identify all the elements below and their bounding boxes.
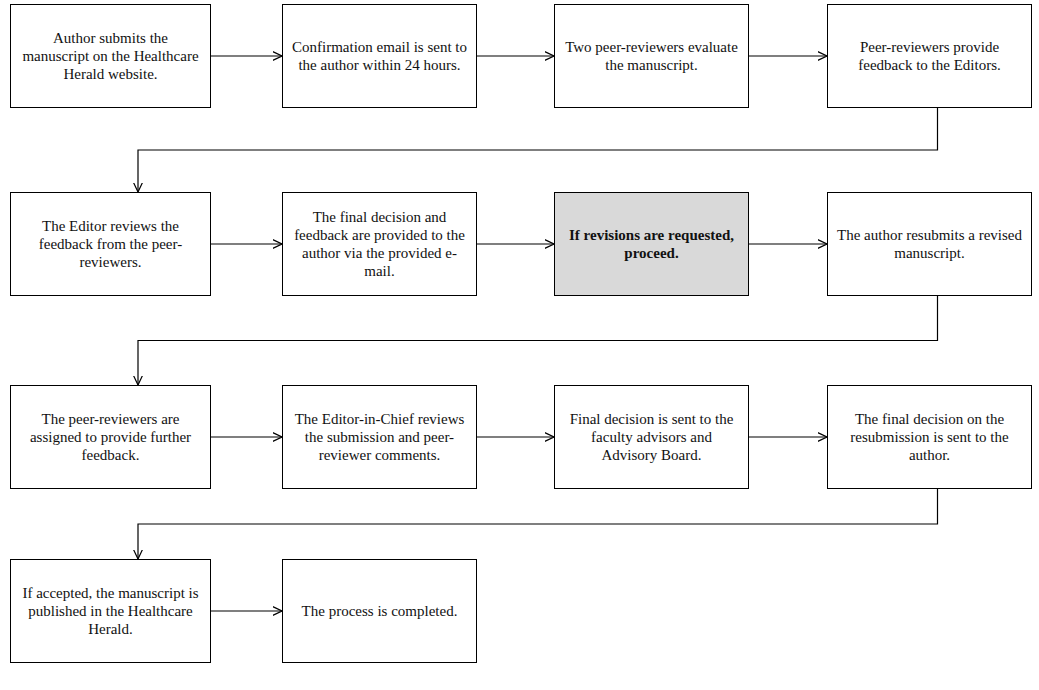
flow-arrow — [749, 55, 827, 56]
box-label: The peer-reviewers are assigned to provi… — [20, 410, 201, 464]
process-box: If accepted, the manuscript is published… — [10, 559, 211, 663]
process-box: Peer-reviewers provide feedback to the E… — [827, 4, 1032, 108]
process-box: The final decision on the resubmission i… — [827, 385, 1032, 489]
process-box: Two peer-reviewers evaluate the manuscri… — [554, 4, 749, 108]
box-label: Confirmation email is sent to the author… — [292, 38, 467, 74]
condition-box: If revisions are requested, proceed. — [554, 192, 749, 296]
process-box: The process is completed. — [282, 559, 477, 663]
box-label: Peer-reviewers provide feedback to the E… — [837, 38, 1022, 74]
box-label: The process is completed. — [302, 602, 458, 620]
process-box: The Editor reviews the feedback from the… — [10, 192, 211, 296]
process-box: The author resubmits a revised manuscrip… — [827, 192, 1032, 296]
process-box: Final decision is sent to the faculty ad… — [554, 385, 749, 489]
box-label: The final decision and feedback are prov… — [292, 208, 467, 280]
box-label: Author submits the manuscript on the Hea… — [20, 29, 201, 83]
flow-arrow — [477, 55, 554, 56]
flow-arrow — [138, 489, 938, 559]
process-box: Confirmation email is sent to the author… — [282, 4, 477, 108]
process-box: The peer-reviewers are assigned to provi… — [10, 385, 211, 489]
process-box: The final decision and feedback are prov… — [282, 192, 477, 296]
box-label: The final decision on the resubmission i… — [837, 410, 1022, 464]
process-box: Author submits the manuscript on the Hea… — [10, 4, 211, 108]
box-label: The Editor-in-Chief reviews the submissi… — [292, 410, 467, 464]
flow-arrow — [138, 296, 938, 385]
box-label: Final decision is sent to the faculty ad… — [564, 410, 739, 464]
flow-arrow — [477, 243, 554, 244]
flow-arrow — [211, 55, 282, 56]
flow-arrow — [749, 436, 827, 437]
flow-arrow — [749, 243, 827, 244]
box-label: The Editor reviews the feedback from the… — [20, 217, 201, 271]
box-label: If revisions are requested, proceed. — [564, 226, 739, 262]
flow-arrow — [211, 610, 282, 611]
flow-arrow — [211, 436, 282, 437]
box-label: Two peer-reviewers evaluate the manuscri… — [564, 38, 739, 74]
process-box: The Editor-in-Chief reviews the submissi… — [282, 385, 477, 489]
box-label: The author resubmits a revised manuscrip… — [837, 226, 1022, 262]
box-label: If accepted, the manuscript is published… — [20, 584, 201, 638]
flow-arrow — [211, 243, 282, 244]
flow-arrow — [477, 436, 554, 437]
flow-arrow — [138, 108, 938, 192]
